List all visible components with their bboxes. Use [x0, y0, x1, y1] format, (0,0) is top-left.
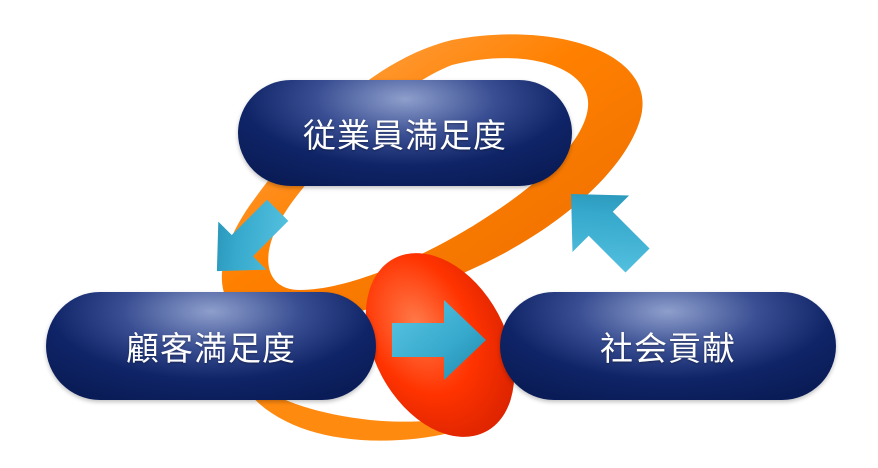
node-customer-satisfaction-label: 顧客満足度 — [126, 329, 296, 368]
node-employee-satisfaction-label: 従業員満足度 — [303, 116, 507, 155]
arrow-right-to-top — [571, 194, 650, 273]
orange-lower-sweep — [230, 360, 500, 441]
arrow-top-to-left — [216, 199, 289, 272]
node-customer-satisfaction: 顧客満足度 — [46, 292, 376, 400]
node-employee-satisfaction: 従業員満足度 — [238, 80, 572, 186]
node-social-contribution: 社会貢献 — [500, 292, 836, 400]
node-social-contribution-label: 社会貢献 — [600, 329, 736, 368]
arrow-left-to-right — [392, 300, 486, 380]
